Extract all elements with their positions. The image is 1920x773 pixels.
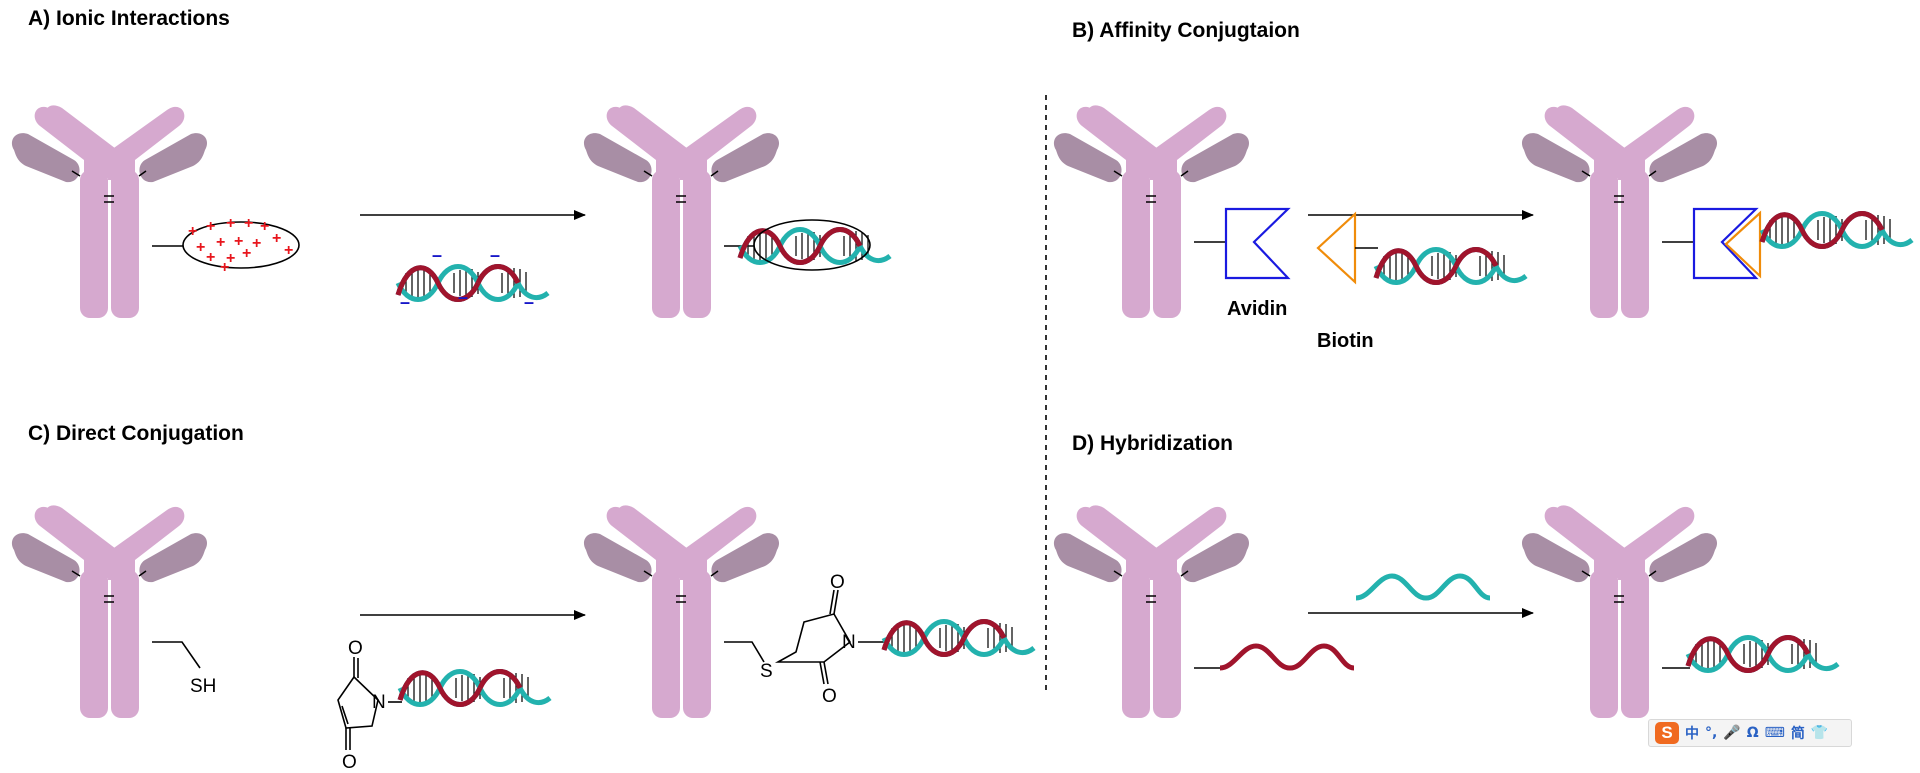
plus-charge: + — [216, 234, 225, 251]
plus-charge: + — [196, 239, 205, 256]
plus-charge: + — [206, 249, 215, 266]
plus-charge: + — [272, 230, 281, 247]
plus-charge: + — [284, 242, 293, 259]
plus-charge: + — [242, 245, 251, 262]
maleimide-reagent: O O N — [337, 638, 402, 773]
plus-charge: + — [234, 233, 243, 250]
minus-charge: – — [490, 245, 500, 265]
ime-item[interactable]: 中 — [1685, 726, 1699, 742]
sulfur-label: S — [760, 661, 773, 682]
minus-charge: – — [524, 292, 534, 312]
oxygen-bottom: O — [342, 752, 357, 773]
minus-charge: – — [400, 292, 410, 312]
plus-charge: + — [260, 218, 269, 235]
teal-strand-d — [1356, 576, 1490, 598]
plus-charge: + — [244, 215, 253, 232]
plus-charge: + — [206, 218, 215, 235]
ime-punctuation-icon[interactable]: °, — [1705, 725, 1718, 741]
antibody-c2 — [583, 504, 780, 719]
plus-charge: + — [252, 235, 261, 252]
nitrogen-2: N — [842, 632, 856, 653]
panel-b-title: B) Affinity Conjugtaion — [1072, 19, 1300, 42]
positive-charges: +++++++++++++++ — [188, 215, 293, 276]
antibody-b2 — [1521, 104, 1718, 319]
antibody-a2 — [583, 104, 780, 319]
panel-b: Avidin Biotin — [1053, 104, 1912, 352]
thiol-label: SH — [190, 676, 216, 697]
panel-a: +++++++++++++++ ––––– — [11, 104, 890, 319]
avidin-shape-bound — [1692, 207, 1759, 280]
red-strand-d — [1220, 646, 1354, 668]
ime-symbol-icon[interactable]: Ω — [1746, 725, 1759, 741]
minus-charge: – — [458, 287, 468, 307]
plus-charge: + — [226, 250, 235, 267]
antibody-b1 — [1053, 104, 1250, 319]
ime-skin-icon[interactable]: 👕 — [1810, 725, 1829, 741]
avidin-shape — [1224, 207, 1291, 280]
ime-toolbar[interactable]: S 中 °, 🎤 Ω ⌨ 简 👕 — [1648, 719, 1852, 747]
oxygen-top-2: O — [830, 572, 845, 593]
complex-carrier — [753, 219, 871, 271]
plus-charge: + — [226, 215, 235, 232]
dna-biotinylated — [1376, 250, 1526, 283]
antibody-d2 — [1521, 504, 1718, 719]
nitrogen-1: N — [372, 692, 386, 713]
cationic-carrier — [182, 221, 300, 269]
dna-hybridized — [1688, 638, 1838, 671]
oxygen-bottom-2: O — [822, 686, 837, 707]
dna-conjugated-c — [884, 622, 1034, 655]
dna-bound-b — [1762, 214, 1912, 247]
antibody-c1 — [11, 504, 208, 719]
biotin-label: Biotin — [1317, 330, 1374, 352]
minus-charge: – — [432, 245, 442, 265]
biotin-shape — [1316, 211, 1357, 285]
plus-charge: + — [220, 259, 229, 276]
thioether-linkage: S O O N — [724, 572, 886, 707]
ime-logo-icon[interactable]: S — [1655, 722, 1679, 744]
ime-mic-icon[interactable]: 🎤 — [1723, 725, 1741, 741]
oxygen-top: O — [348, 638, 363, 659]
biotin-shape-bound — [1724, 210, 1762, 279]
ime-simplified-icon[interactable]: 简 — [1790, 726, 1805, 742]
panel-c-title: C) Direct Conjugation — [28, 422, 244, 445]
dna-maleimide — [400, 672, 550, 705]
panel-c: SH O O N S O O N — [11, 504, 1034, 773]
panel-a-title: A) Ionic Interactions — [28, 7, 230, 30]
antibody-d1 — [1053, 504, 1250, 719]
panel-d — [1053, 504, 1838, 719]
antibody-a1 — [11, 104, 208, 319]
ime-keyboard-icon[interactable]: ⌨ — [1764, 725, 1785, 741]
avidin-label: Avidin — [1227, 298, 1287, 320]
negative-charges: – – – – – — [400, 245, 534, 312]
plus-charge: + — [188, 223, 197, 240]
panel-d-title: D) Hybridization — [1072, 432, 1233, 455]
